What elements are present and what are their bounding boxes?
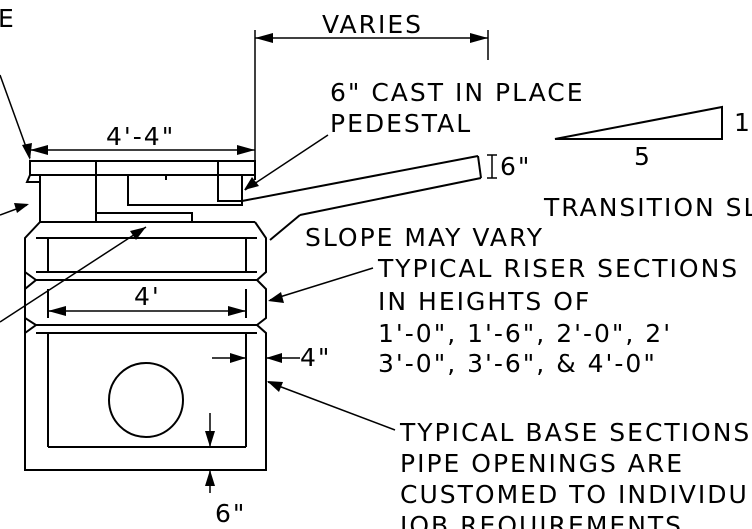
label-dim-6in-top: 6" <box>500 152 531 181</box>
slope-triangle <box>554 105 723 140</box>
label-slope-run: 5 <box>634 142 652 171</box>
dimension-varies <box>254 30 489 161</box>
label-top-left-fragment: E <box>0 4 16 33</box>
label-slope-may-vary: SLOPE MAY VARY <box>305 223 544 252</box>
label-base-3: CUSTOMED TO INDIVIDU <box>400 480 749 509</box>
riser-sections <box>24 221 267 471</box>
label-riser-4: 3'-0", 3'-6", & 4'-0" <box>378 349 657 378</box>
pedestal-transition <box>25 155 482 241</box>
label-dim-4in: 4" <box>300 343 331 372</box>
label-dim-6in-bottom: 6" <box>215 499 246 528</box>
label-base-4: JOB REQUIREMENTS <box>398 511 683 529</box>
label-dim-4ft: 4' <box>134 282 161 311</box>
label-riser-1: TYPICAL RISER SECTIONS <box>377 254 739 283</box>
label-transition: TRANSITION SL <box>543 193 752 222</box>
label-base-1: TYPICAL BASE SECTIONS <box>399 418 751 447</box>
pipe-opening <box>108 362 184 438</box>
label-base-2: PIPE OPENINGS ARE <box>400 449 684 478</box>
top-slab <box>29 160 256 180</box>
dimension-4ft-4in <box>30 145 255 155</box>
label-varies: VARIES <box>322 10 423 39</box>
label-slope-rise: 1 <box>734 108 752 137</box>
label-pedestal: PEDESTAL <box>330 109 472 138</box>
label-cast-in-place: 6" CAST IN PLACE <box>330 78 585 107</box>
label-riser-2: IN HEIGHTS OF <box>378 287 591 316</box>
dimension-6in-base <box>205 413 215 493</box>
dimension-6in-top <box>487 154 497 179</box>
dimension-4ft <box>48 306 246 316</box>
label-dim-4ft-4in: 4'-4" <box>106 122 175 151</box>
label-riser-3: 1'-0", 1'-6", 2'-0", 2' <box>378 319 672 348</box>
dimension-4in-wall <box>212 353 300 363</box>
leader-lines <box>0 74 396 431</box>
